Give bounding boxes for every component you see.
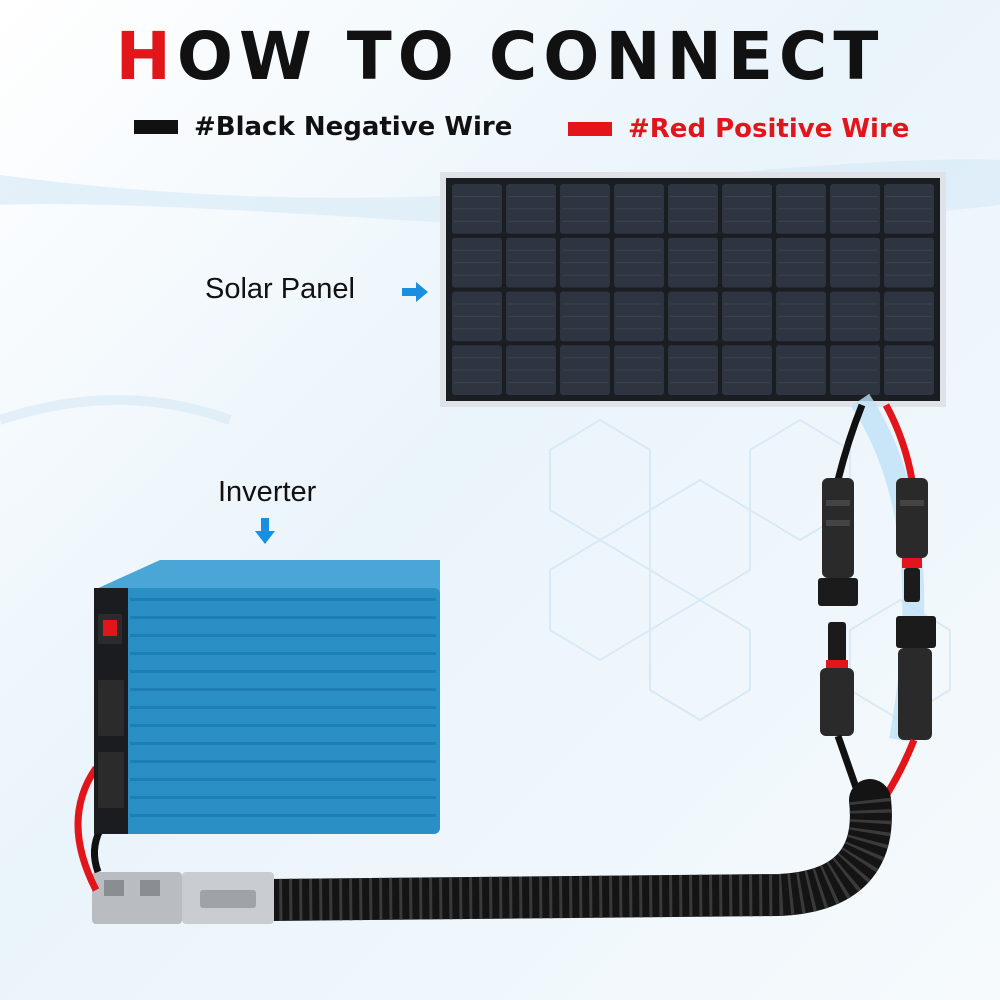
- anderson-connector: [92, 872, 274, 924]
- solar-panel-label: Solar Panel: [205, 273, 355, 305]
- solar-panel: [440, 172, 946, 407]
- power-switch-icon: [103, 620, 117, 636]
- inverter-fin: [130, 814, 436, 817]
- mc4-connector-positive-upper: [896, 478, 928, 602]
- inverter-fin: [130, 634, 436, 637]
- inverter-fins: [130, 598, 436, 817]
- legend-negative: #Black Negative Wire: [134, 112, 512, 142]
- negative-wire-top: [834, 403, 866, 481]
- arrow-down-icon: [255, 518, 275, 544]
- ac-outlet-icon: [98, 680, 124, 736]
- inverter-fin: [130, 724, 436, 727]
- mc4-connector-negative-lower: [820, 622, 854, 736]
- positive-wire-top: [882, 403, 916, 481]
- inverter-fin: [130, 688, 436, 691]
- inverter-positive-lead: [74, 766, 100, 892]
- mc4-connector-negative-upper: [818, 478, 858, 606]
- inverter-fin: [130, 796, 436, 799]
- inverter-fin: [130, 670, 436, 673]
- arrow-right-icon: [402, 282, 428, 302]
- legend-label-negative: #Black Negative Wire: [194, 112, 513, 142]
- inverter-fin: [130, 706, 436, 709]
- inverter-negative-lead: [91, 828, 104, 874]
- inverter-fin: [130, 760, 436, 763]
- title-rest: OW TO CONNECT: [176, 18, 885, 95]
- legend-label-positive: #Red Positive Wire: [628, 114, 910, 144]
- mc4-connector-positive-lower: [896, 616, 936, 740]
- inverter-fin: [130, 598, 436, 601]
- legend-swatch-positive: [568, 122, 612, 136]
- inverter: [94, 560, 440, 834]
- legend-swatch-negative: [134, 120, 178, 134]
- legend-positive: #Red Positive Wire: [568, 114, 909, 144]
- title-first-letter: H: [115, 18, 177, 95]
- inverter-fin: [130, 616, 436, 619]
- page-title: HOW TO CONNECT: [0, 18, 1000, 95]
- inverter-fin: [130, 742, 436, 745]
- solar-cells: [452, 184, 934, 395]
- inverter-fin: [130, 778, 436, 781]
- inverter-fin: [130, 652, 436, 655]
- ac-outlet-icon: [98, 752, 124, 808]
- inverter-label: Inverter: [218, 476, 317, 508]
